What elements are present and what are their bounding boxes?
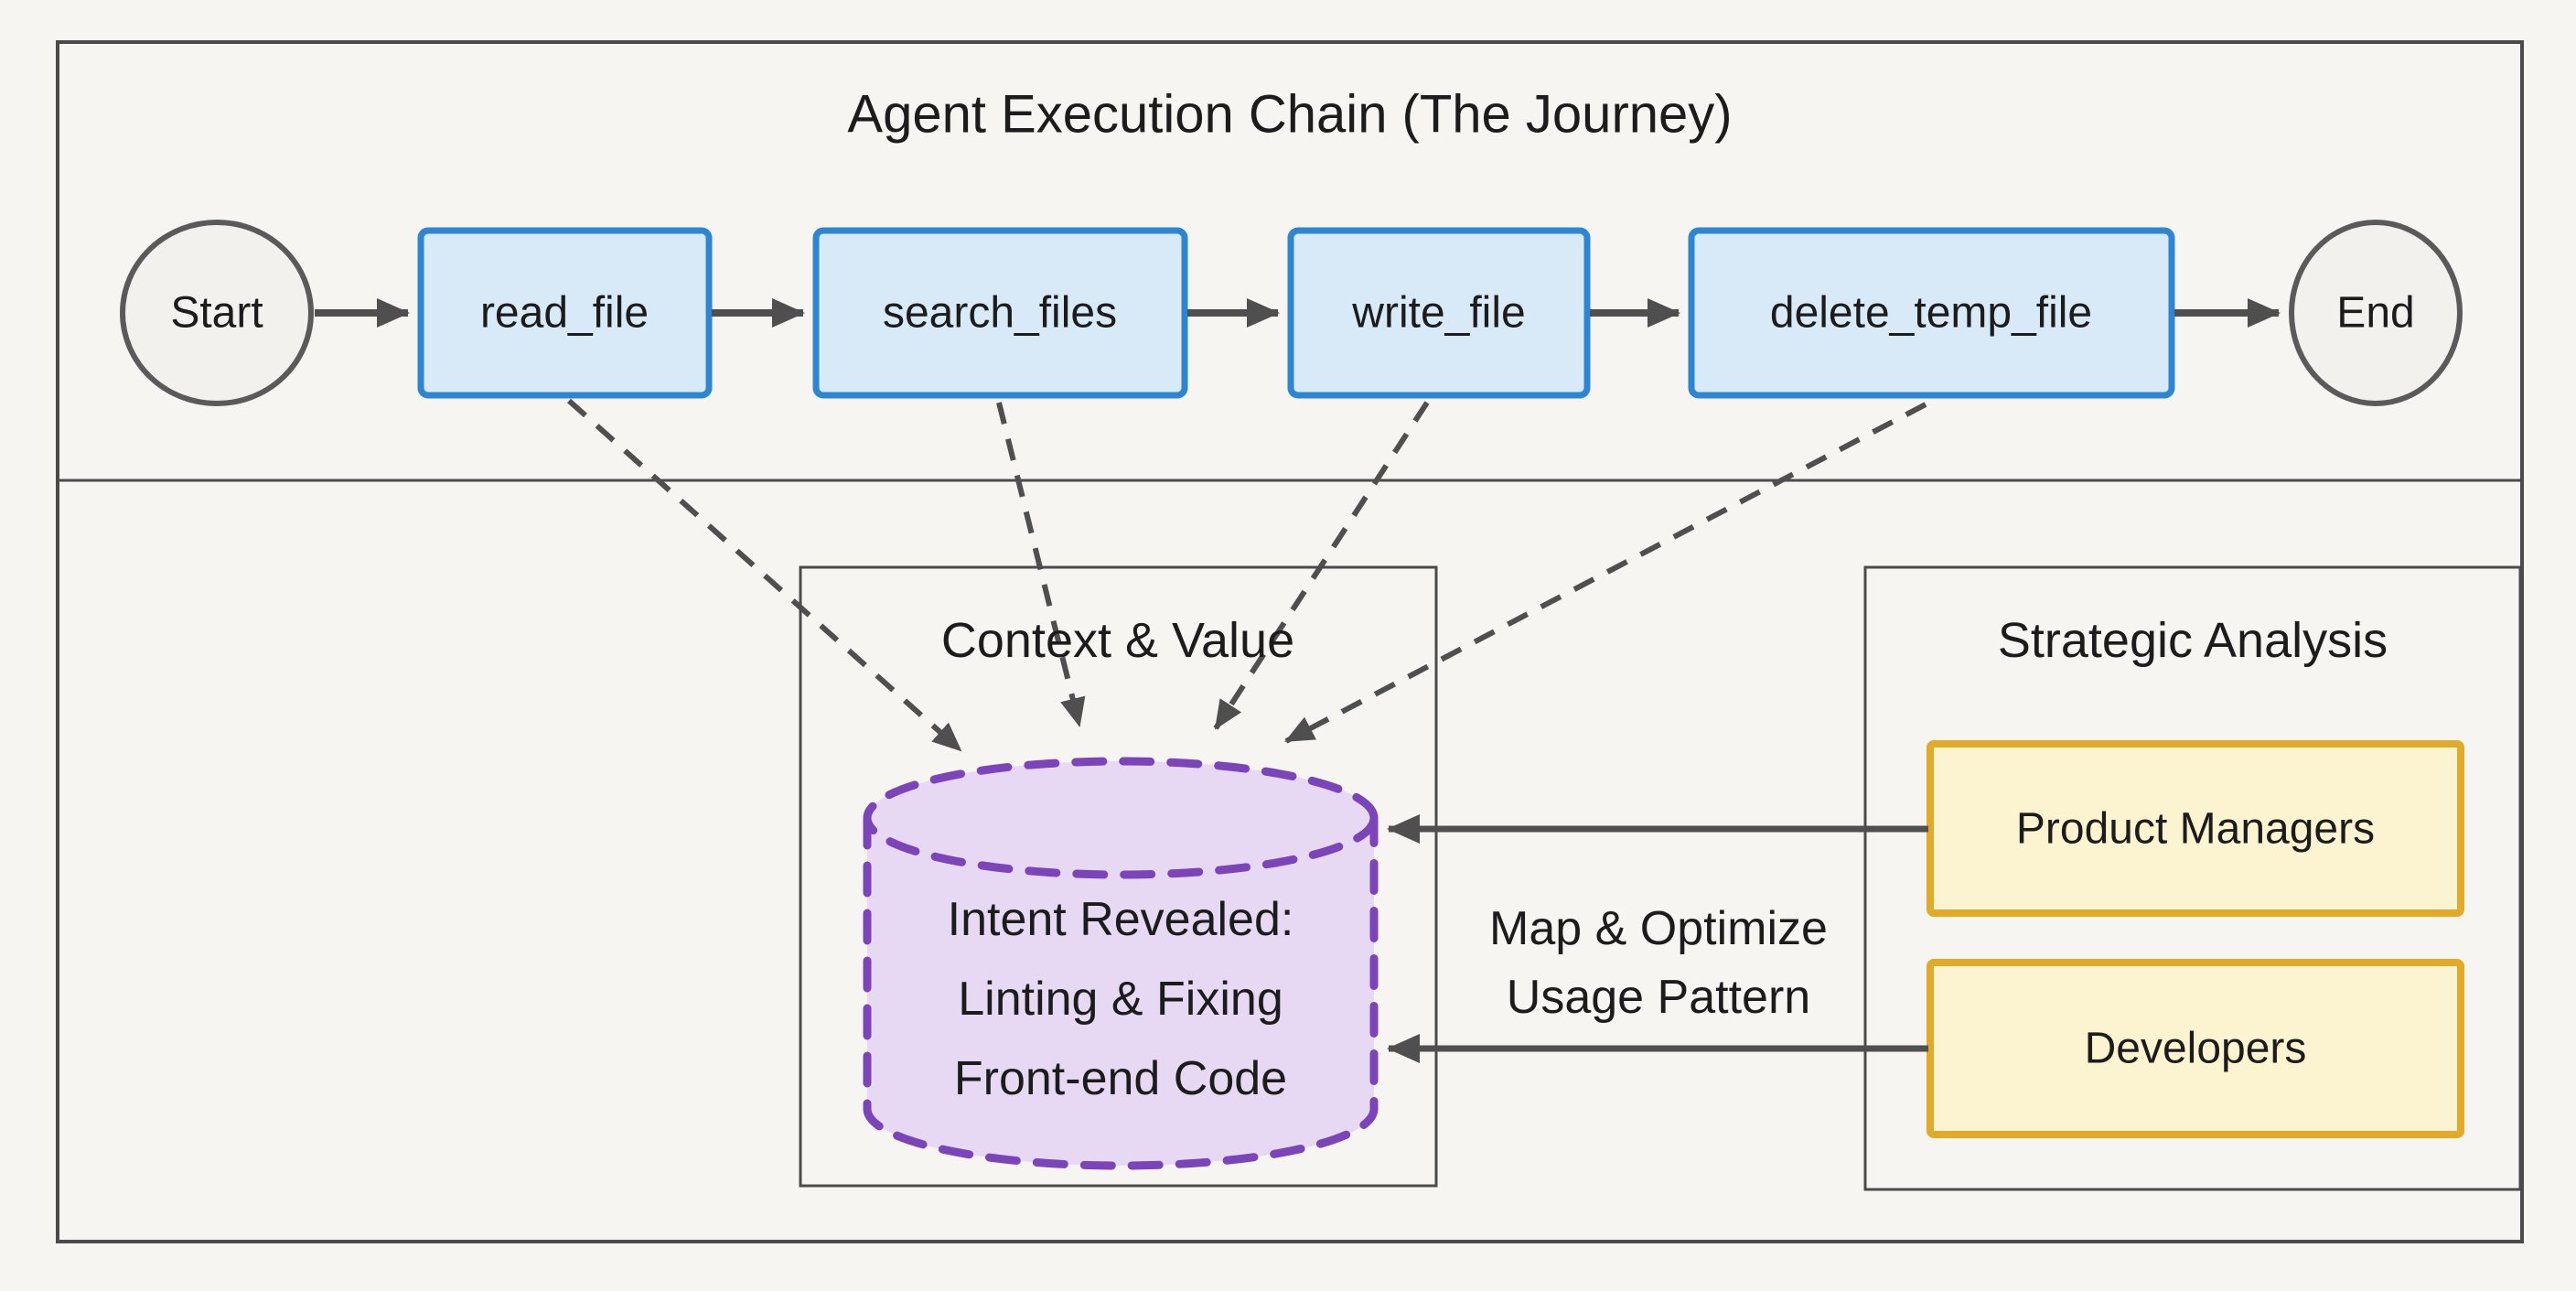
intent-cylinder bbox=[863, 757, 1379, 1170]
map-optimize-label-line-2: Usage Pattern bbox=[1507, 971, 1810, 1024]
actor-product-managers-label: Product Managers bbox=[2016, 805, 2375, 854]
cylinder-text-line-3: Front-end Code bbox=[954, 1052, 1287, 1105]
tool-node-delete-temp-file bbox=[1688, 227, 2175, 399]
start-node bbox=[120, 220, 314, 406]
actor-developers-label: Developers bbox=[2085, 1025, 2307, 1073]
cylinder-text-line-1: Intent Revealed: bbox=[948, 893, 1294, 946]
tool-node-delete-temp-file-label: delete_temp_file bbox=[1770, 289, 2092, 338]
cylinder-text-line-2: Linting & Fixing bbox=[958, 973, 1283, 1026]
tool-node-write-file bbox=[1287, 227, 1591, 399]
actor-box-developers bbox=[1927, 959, 2464, 1138]
execution-chain-title: Agent Execution Chain (The Journey) bbox=[847, 85, 1732, 145]
context-value-box bbox=[799, 565, 1438, 1188]
dashed-arrow-search-to-cylinder bbox=[996, 402, 1086, 727]
dashed-arrow-delete-to-cylinder bbox=[1284, 402, 1927, 744]
tool-node-read-file-label: read_file bbox=[480, 289, 649, 338]
start-node-label: Start bbox=[170, 289, 263, 338]
tool-node-search-files bbox=[812, 227, 1188, 399]
tool-node-write-file-label: write_file bbox=[1351, 289, 1525, 338]
end-node bbox=[2289, 220, 2463, 406]
actor-box-product-managers bbox=[1927, 740, 2464, 917]
tool-node-read-file bbox=[417, 227, 713, 399]
dashed-arrow-write-to-cylinder bbox=[1213, 401, 1430, 730]
strategic-analysis-title: Strategic Analysis bbox=[1998, 613, 2388, 668]
map-optimize-label-line-1: Map & Optimize bbox=[1489, 902, 1828, 955]
tool-node-search-files-label: search_files bbox=[883, 289, 1117, 338]
context-value-title: Context & Value bbox=[941, 613, 1294, 668]
dashed-arrow-read-to-cylinder bbox=[567, 398, 962, 753]
outer-frame bbox=[56, 40, 2524, 1243]
end-node-label: End bbox=[2336, 289, 2414, 338]
strategic-analysis-box bbox=[1863, 565, 2522, 1191]
